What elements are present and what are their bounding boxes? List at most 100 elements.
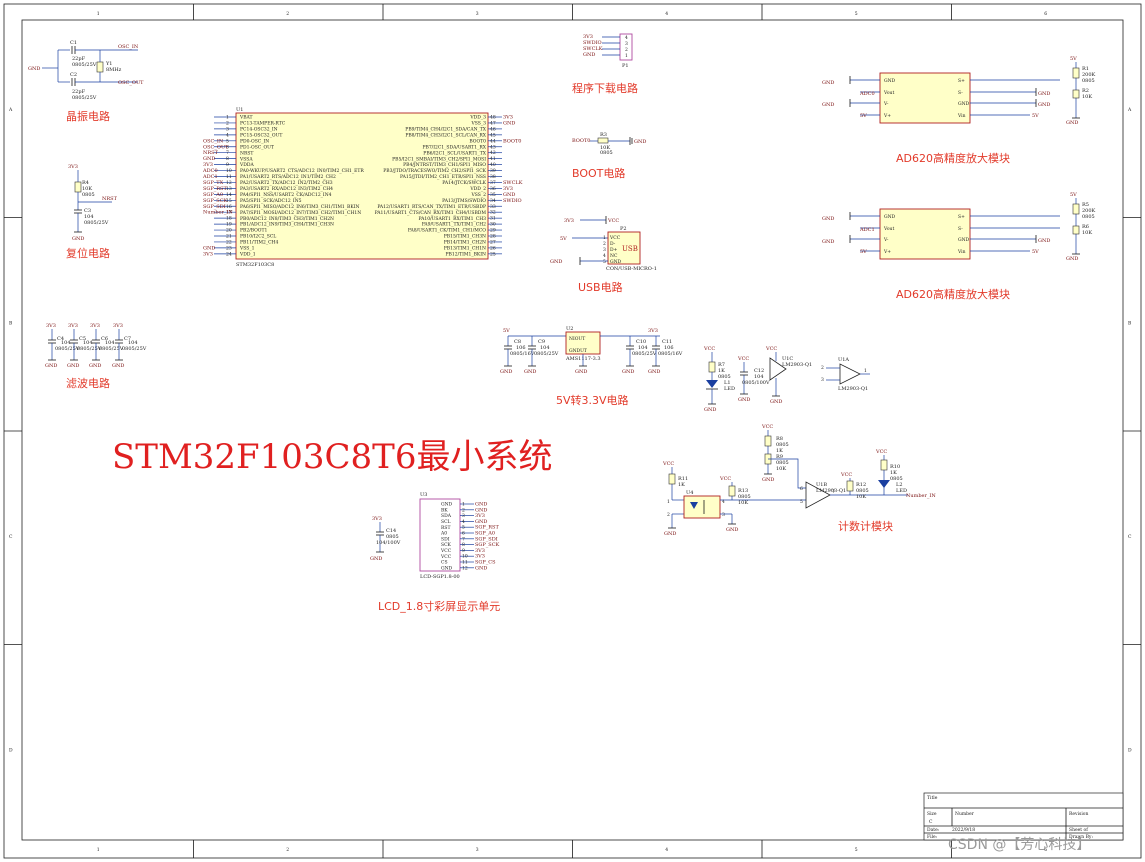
mcu-net-23: GND xyxy=(203,245,215,251)
frame-row-left-D: D xyxy=(9,747,13,753)
ad620-1-gnd-d: GND xyxy=(1038,102,1050,108)
lcd-pin-1-name: GND xyxy=(441,502,453,508)
mcu-pin-3: 3 xyxy=(226,126,229,132)
reset-circuit: 3V3 R4 10K 0805 NRST C3 104 0805/25V GND… xyxy=(66,164,118,260)
lcd-pin-2: 2 xyxy=(462,507,465,513)
u4-optocoupler-body xyxy=(683,495,721,519)
usb-tag: USB xyxy=(622,245,638,253)
mcu-pin-2: 2 xyxy=(226,120,229,126)
lcd-pin-5-name: RST xyxy=(441,525,450,531)
ldo-cap-c10: C10 104 0805/25V GND xyxy=(622,336,657,375)
frame-col-top-2: 2 xyxy=(286,11,289,17)
ad620-2-pin-vminus: V- xyxy=(883,237,889,243)
r7-ref: R7 xyxy=(718,362,725,368)
ad620-2-pin-vplus: V+ xyxy=(883,249,891,255)
mcu-pin-30: 30 xyxy=(490,222,496,228)
download-circuit: 3V3 SWDIO SWCLK GND 4 3 2 1 P1 程序下载电路 xyxy=(572,33,638,95)
filter-cap-3-package: 0805/25V xyxy=(99,346,124,352)
mcu-pin-35-name: VSS_2 xyxy=(471,192,487,198)
mcu-pin-26-name: PB13/TIM1_CH1N xyxy=(444,246,486,252)
usb-pin-4: 4 xyxy=(603,253,606,259)
mcu-pin-16: 16 xyxy=(226,204,232,210)
u1b-pin-7: 7 xyxy=(832,489,835,495)
mcu-net-6: OSC_OUT xyxy=(203,144,229,150)
u4-ref: U4 xyxy=(686,490,693,496)
mcu-pin-33-name: PA12/USART1_RTS/CAN_TX/TIM1_ETR/USBDP xyxy=(377,204,486,210)
mcu-pin-12: 12 xyxy=(226,180,232,186)
r12-value: 10K xyxy=(856,494,866,500)
lcd-pin-4: 4 xyxy=(462,519,465,525)
ad620-2-gnd-a: GND xyxy=(822,216,834,222)
reset-label: 复位电路 xyxy=(66,246,110,260)
mcu-pin-35: 35 xyxy=(490,192,496,198)
mcu-pin-17-name: PA7/SPI1_MOSI/ADC12_IN7/TIM3_CH2/TIM1_CH… xyxy=(240,210,361,216)
frame-col-top-5: 5 xyxy=(855,11,858,17)
ldo-cap-c8-value: 106 xyxy=(516,345,526,351)
ad620-2-pot-5v: 5V xyxy=(1070,192,1077,198)
ad620-1-body xyxy=(879,72,971,124)
mcu-pin-21-name: PB10/I2C2_SCL xyxy=(240,234,276,240)
u4-pin-1: 1 xyxy=(667,499,670,505)
mcu-pin-41-name: PB5/I2C1_SMBAI/TIM3_CH2/SPI1_MOSI xyxy=(392,156,486,162)
title-block: Title Size C Number Revision Date: 2022/… xyxy=(923,792,1124,841)
mcu-pin-40: 40 xyxy=(490,162,496,168)
mcu-net-24: 3V3 xyxy=(203,251,213,257)
filter-cap-1-ref: C4 xyxy=(57,336,64,342)
p1-net-1: 3V3 xyxy=(583,34,593,40)
mcu-pin-23-name: VSS_1 xyxy=(239,246,255,252)
mcu-pin-10: 10 xyxy=(226,168,232,174)
u1a-pin-3: 3 xyxy=(821,377,824,383)
mcu-pin-12-name: PA2/USART2_TX/ADC12_IN2/TIM2_CH3 xyxy=(240,180,333,186)
ldo-cap-c11-value: 106 xyxy=(664,345,674,351)
mcu-pin-6-name: PD1-OSC_OUT xyxy=(240,144,274,150)
ldo-cap-c8-gnd: GND xyxy=(500,369,512,375)
mcu-net-34: SWDIO xyxy=(503,198,522,204)
ad620-1-gnd-b: GND xyxy=(822,102,834,108)
lcd-pin-12: 12 xyxy=(462,565,468,571)
r3-ref: R3 xyxy=(600,132,607,138)
ad620-1-pin-sminus: S- xyxy=(958,90,963,96)
lcd-net-4: GND xyxy=(475,519,487,525)
filter-cap-2-value: 104 xyxy=(83,340,93,346)
r12-package: 0805 xyxy=(856,488,869,494)
lcd-pin-10-name: VCC xyxy=(440,554,452,560)
mcu-pin-1-name: VBAT xyxy=(239,115,253,121)
ad620-1-r1-package: 0805 xyxy=(1082,78,1095,84)
r10-package: 0805 xyxy=(890,476,903,482)
mcu-pin-20-name: PB2/BOOT1 xyxy=(240,228,267,234)
misc-gnd-2: GND xyxy=(738,397,750,403)
misc-vcc-1: VCC xyxy=(703,346,715,352)
mcu-net-36: 3V3 xyxy=(503,186,513,192)
lcd-pin-8: 8 xyxy=(462,542,465,548)
crystal-label: 晶振电路 xyxy=(66,109,110,123)
mcu-pin-38-name: PA15/JTDI/TIM2_CH1_ETR/SPI1_NSS xyxy=(400,174,486,180)
filter-label: 滤波电路 xyxy=(66,377,110,390)
mcu-ref: U1 xyxy=(236,107,243,113)
frame-col-top-1: 1 xyxy=(97,11,100,17)
mcu-net-7: NRST xyxy=(203,150,219,156)
filter-cap-2-vcc: 3V3 xyxy=(68,323,78,329)
lcd-pin-11-name: CS xyxy=(441,560,448,566)
misc-gnd-3: GND xyxy=(770,399,782,405)
r3-package: 0805 xyxy=(600,150,613,156)
r12-ref: R12 xyxy=(856,482,866,488)
filter-cap-2: 3V3 C5 104 0805/25V GND xyxy=(67,323,102,369)
usb-pin-vcc: VCC xyxy=(609,235,621,241)
r9-value: 10K xyxy=(776,466,786,472)
mcu-pin-29-name: PA8/USART1_CK/TIM1_CH1/MCO xyxy=(408,228,486,234)
mcu-pin-31: 31 xyxy=(490,216,496,222)
ldo-gnd-center: GND xyxy=(575,369,587,375)
boot-net: BOOT0 xyxy=(572,138,590,144)
mcu-pin-39-name: PB3/JTDO/TRACESWO/TIM2_CH2/SPI1_SCK xyxy=(383,168,486,174)
mcu-pin-28-name: PB15/TIM1_CH3N xyxy=(444,234,486,240)
lcd-ref: U3 xyxy=(420,492,427,498)
ad620-2-pin-gnd: GND xyxy=(884,214,896,220)
mcu-part: STM32F103C8 xyxy=(236,262,274,268)
c12-package: 0805/100V xyxy=(742,380,770,386)
mcu-pin-4: 4 xyxy=(226,132,229,138)
lcd-pin-6-name: A0 xyxy=(440,531,447,537)
mcu-pin-38: 38 xyxy=(490,174,496,180)
ldo-cap-c10-package: 0805/25V xyxy=(632,351,657,357)
